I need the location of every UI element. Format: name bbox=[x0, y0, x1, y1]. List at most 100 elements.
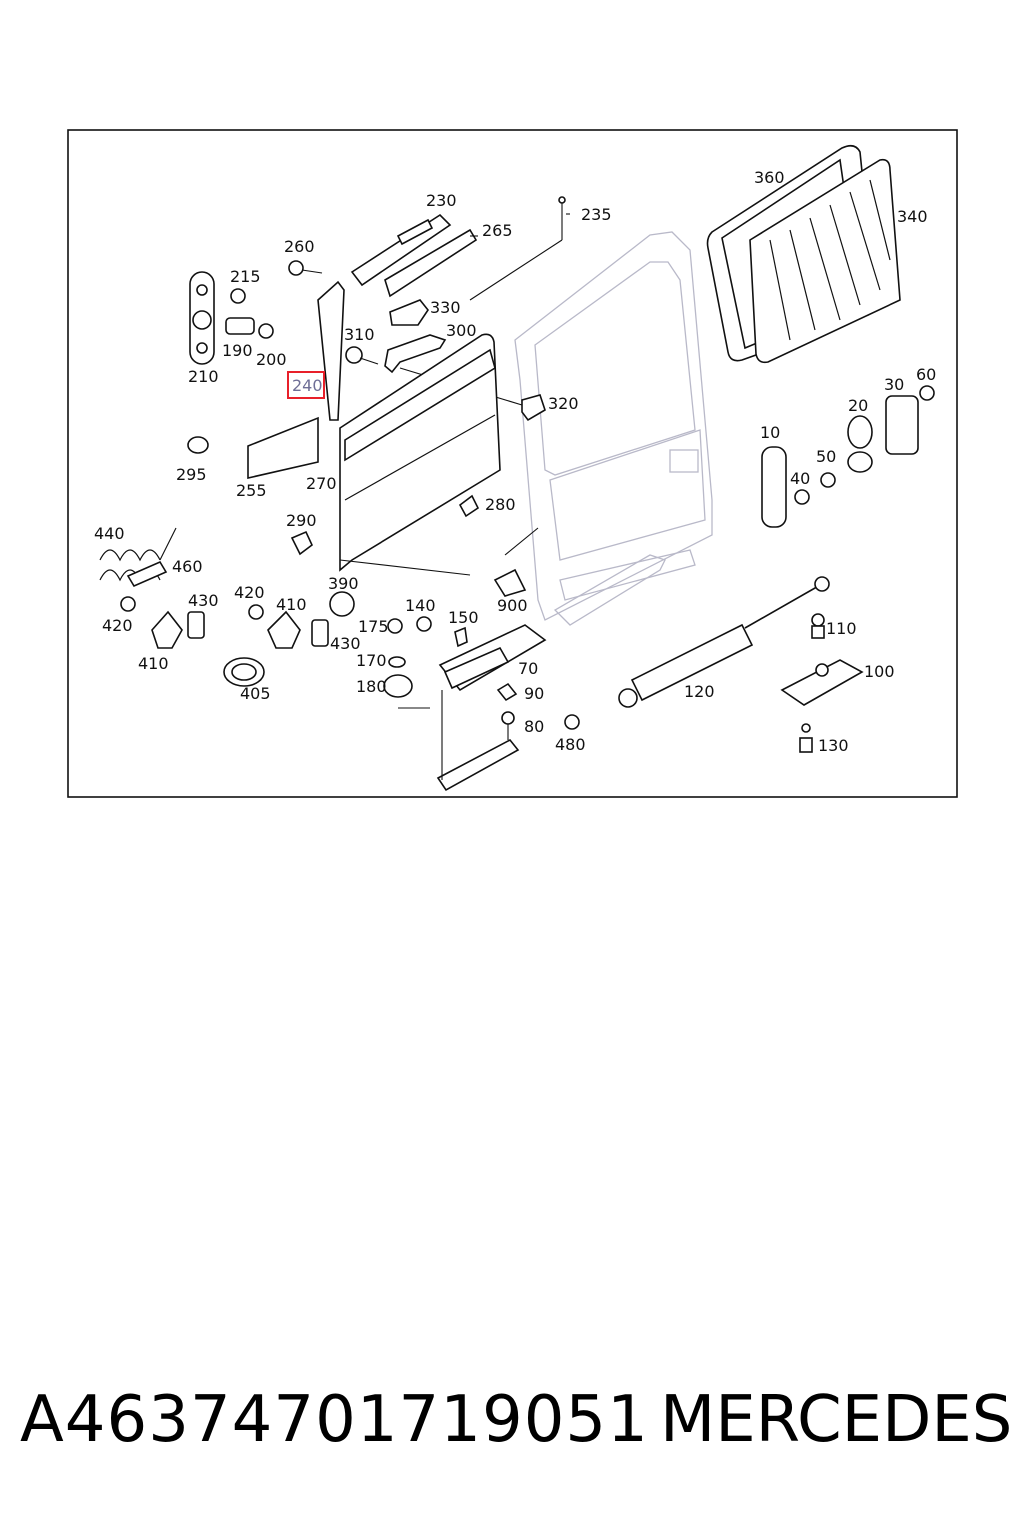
callout-460: 460 bbox=[172, 557, 203, 576]
callout-150: 150 bbox=[448, 608, 479, 627]
callout-70: 70 bbox=[518, 659, 538, 678]
bolt-215 bbox=[230, 288, 246, 304]
plate-255 bbox=[247, 416, 319, 480]
clip-280 bbox=[458, 494, 480, 518]
callout-190: 190 bbox=[222, 341, 253, 360]
callout-10: 10 bbox=[760, 423, 780, 442]
part-number: A4637470171905​1 bbox=[20, 1383, 649, 1457]
callout-255: 255 bbox=[236, 481, 267, 500]
hinge-210 bbox=[189, 271, 215, 365]
bracket-330 bbox=[389, 299, 429, 326]
callout-120: 120 bbox=[684, 682, 715, 701]
bracket-100 bbox=[780, 659, 864, 706]
lever-rod bbox=[436, 738, 520, 792]
diagram-canvas: 230 235 265 260 215 330 300 310 190 200 … bbox=[67, 129, 958, 798]
callout-410a: 410 bbox=[138, 654, 169, 673]
handle-230 bbox=[350, 213, 452, 287]
callout-175: 175 bbox=[358, 617, 389, 636]
callout-270: 270 bbox=[306, 474, 337, 493]
callout-215: 215 bbox=[230, 267, 261, 286]
callout-360: 360 bbox=[754, 168, 785, 187]
callout-60: 60 bbox=[916, 365, 936, 384]
door-panel-270 bbox=[339, 333, 501, 572]
strap-10 bbox=[761, 446, 787, 528]
callout-300: 300 bbox=[446, 321, 477, 340]
callout-210: 210 bbox=[188, 367, 219, 386]
callout-110: 110 bbox=[826, 619, 857, 638]
callout-390: 390 bbox=[328, 574, 359, 593]
window-glass-340 bbox=[749, 158, 901, 364]
door-body-outline bbox=[514, 231, 713, 626]
clip-290 bbox=[290, 530, 313, 556]
label-900 bbox=[493, 568, 527, 597]
callout-100: 100 bbox=[864, 662, 895, 681]
washer-200 bbox=[258, 323, 274, 339]
ball-stud-110 bbox=[811, 613, 825, 639]
callout-50: 50 bbox=[816, 447, 836, 466]
clip-90 bbox=[496, 682, 518, 702]
block-460 bbox=[126, 560, 168, 588]
handle-300 bbox=[384, 334, 447, 374]
exploded-parts-diagram: 230 235 265 260 215 330 300 310 190 200 … bbox=[67, 129, 958, 798]
clamp-410-left bbox=[151, 610, 183, 649]
plate-430-mid bbox=[311, 619, 329, 647]
screw-310 bbox=[345, 346, 379, 365]
nut-60 bbox=[919, 385, 935, 401]
washer-40 bbox=[794, 489, 810, 505]
callout-430b: 430 bbox=[330, 634, 361, 653]
plug-295 bbox=[187, 436, 209, 454]
screw-140 bbox=[416, 616, 432, 632]
spring-405 bbox=[223, 657, 265, 687]
callout-30: 30 bbox=[884, 375, 904, 394]
callout-900: 900 bbox=[497, 596, 528, 615]
callout-180: 180 bbox=[356, 677, 387, 696]
screw-260 bbox=[288, 260, 323, 276]
callout-440: 440 bbox=[94, 524, 125, 543]
callout-240: 240 bbox=[292, 376, 323, 395]
leader-lines bbox=[339, 213, 570, 709]
callout-405: 405 bbox=[240, 684, 271, 703]
callout-265: 265 bbox=[482, 221, 513, 240]
bolt-50 bbox=[820, 472, 836, 488]
callout-140: 140 bbox=[405, 596, 436, 615]
callout-420b: 420 bbox=[234, 583, 265, 602]
pad-265 bbox=[384, 228, 478, 298]
brand-name: MERCEDES bbox=[660, 1383, 1013, 1457]
callout-290: 290 bbox=[286, 511, 317, 530]
footer: A4637470171905​1 MERCEDES bbox=[0, 1380, 1024, 1470]
callout-420a: 420 bbox=[102, 616, 133, 635]
bushing-20 bbox=[847, 415, 873, 473]
washer-170 bbox=[388, 656, 406, 668]
screw-420-left bbox=[120, 596, 136, 612]
callout-480: 480 bbox=[555, 735, 586, 754]
callout-260: 260 bbox=[284, 237, 315, 256]
plate-30 bbox=[885, 395, 919, 455]
bolt-190 bbox=[225, 317, 255, 335]
callout-40: 40 bbox=[790, 469, 810, 488]
rod-235 bbox=[469, 196, 566, 301]
callout-320: 320 bbox=[548, 394, 579, 413]
highlight-box-240 bbox=[287, 371, 325, 399]
callout-410b: 410 bbox=[276, 595, 307, 614]
callout-80: 80 bbox=[524, 717, 544, 736]
screw-420-mid bbox=[248, 604, 264, 620]
callout-90: 90 bbox=[524, 684, 544, 703]
callout-labels: 230 235 265 260 215 330 300 310 190 200 … bbox=[94, 168, 936, 755]
callout-200: 200 bbox=[256, 350, 287, 369]
clamp-410-mid bbox=[267, 610, 301, 649]
plate-430-left bbox=[187, 611, 205, 639]
callout-230: 230 bbox=[426, 191, 457, 210]
callout-330: 330 bbox=[430, 298, 461, 317]
clip-320 bbox=[521, 394, 546, 422]
callout-295: 295 bbox=[176, 465, 207, 484]
callout-340: 340 bbox=[897, 207, 928, 226]
callout-170: 170 bbox=[356, 651, 387, 670]
rod-80 bbox=[501, 711, 515, 740]
callout-310: 310 bbox=[344, 325, 375, 344]
seal-strip-240 bbox=[317, 280, 345, 421]
callout-280: 280 bbox=[485, 495, 516, 514]
gas-strut-120 bbox=[618, 576, 830, 708]
screw-175 bbox=[387, 618, 403, 634]
callout-235: 235 bbox=[581, 205, 612, 224]
callout-430a: 430 bbox=[188, 591, 219, 610]
